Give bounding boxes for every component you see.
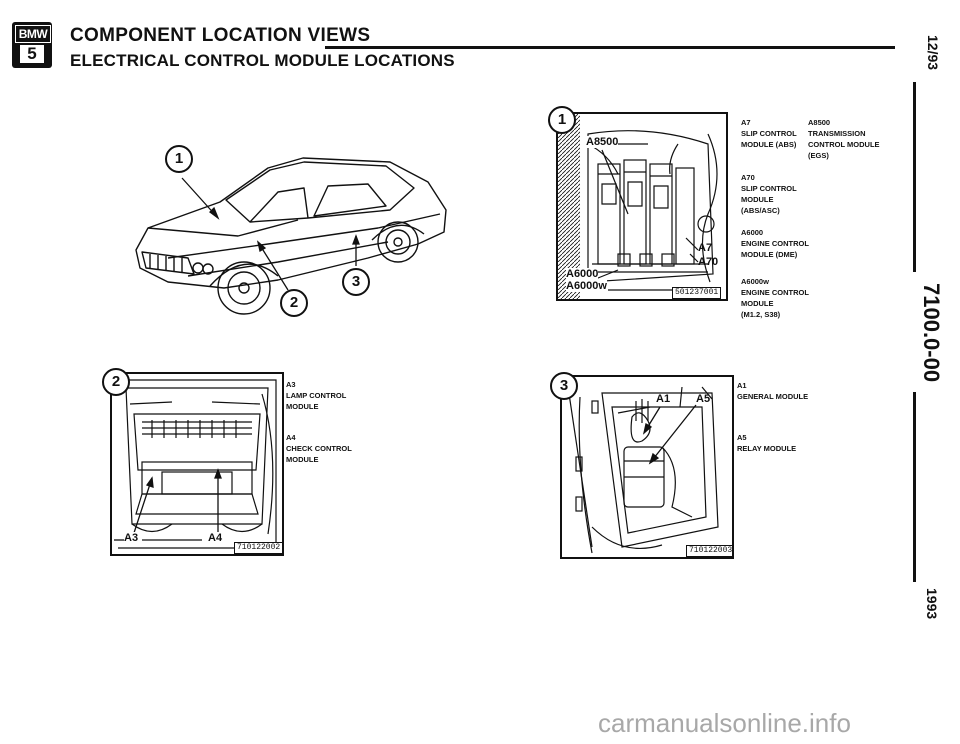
legend-a4: A4 CHECK CONTROL MODULE — [286, 432, 352, 465]
view1-label-a70: A70 — [698, 256, 719, 268]
view3-figure-id: 710122003 — [686, 545, 732, 557]
margin-year: 1993 — [924, 588, 940, 620]
legend-a6000: A6000 ENGINE CONTROL MODULE (DME) — [741, 227, 809, 260]
logo-brand: BMW — [15, 25, 51, 43]
car-callout-1: 1 — [165, 145, 193, 173]
view1-callout: 1 — [548, 106, 576, 134]
view2-figure-id: 710122002 — [234, 542, 282, 554]
legend-a7: A7 SLIP CONTROL MODULE (ABS) — [741, 117, 797, 150]
bmw-5-series-logo: BMW 5 — [12, 22, 52, 68]
legend-code: A6000 — [741, 228, 764, 237]
car-overview-illustration — [128, 140, 458, 325]
legend-a5: A5 RELAY MODULE — [737, 432, 796, 454]
legend-desc: MODULE (ABS) — [741, 140, 797, 149]
view1-label-a8500: A8500 — [586, 136, 619, 148]
margin-section-number: 7100.0-00 — [919, 283, 944, 383]
legend-desc: MODULE — [286, 455, 319, 464]
legend-a3: A3 LAMP CONTROL MODULE — [286, 379, 346, 412]
logo-series: 5 — [20, 45, 44, 63]
legend-desc: RELAY MODULE — [737, 444, 797, 453]
legend-code: A1 — [737, 381, 747, 390]
legend-desc: (M1.2, S38) — [741, 310, 781, 319]
legend-a8500: A8500 TRANSMISSION CONTROL MODULE (EGS) — [808, 117, 880, 161]
legend-desc: SLIP CONTROL — [741, 184, 797, 193]
site-watermark: carmanualsonline.info — [598, 708, 851, 738]
legend-a1: A1 GENERAL MODULE — [737, 380, 808, 402]
legend-code: A3 — [286, 380, 296, 389]
header-rule — [325, 46, 895, 49]
margin-date: 12/93 — [925, 35, 941, 71]
legend-desc: MODULE (DME) — [741, 250, 798, 259]
legend-desc: TRANSMISSION — [808, 129, 866, 138]
view3-interior-panel: A1 A5 710122003 — [560, 375, 734, 559]
page-subtitle: ELECTRICAL CONTROL MODULE LOCATIONS — [70, 51, 455, 70]
legend-code: A7 — [741, 118, 751, 127]
view2-module-bay: A3 A4 710122002 — [110, 372, 284, 556]
view1-label-a7: A7 — [698, 242, 713, 254]
legend-desc: (EGS) — [808, 151, 829, 160]
car-drawing — [135, 157, 447, 315]
legend-desc: LAMP CONTROL — [286, 391, 347, 400]
car-callout-3: 3 — [342, 268, 370, 296]
legend-code: A8500 — [808, 118, 831, 127]
legend-a6000w: A6000w ENGINE CONTROL MODULE (M1.2, S38) — [741, 276, 809, 320]
view1-label-a6000w: A6000w — [566, 280, 607, 292]
view3-callout: 3 — [550, 372, 578, 400]
margin-rule-bottom — [913, 392, 916, 582]
legend-desc: CHECK CONTROL — [286, 444, 352, 453]
legend-code: A4 — [286, 433, 296, 442]
legend-desc: CONTROL MODULE — [808, 140, 880, 149]
view1-figure-id: 501237001 — [672, 287, 722, 299]
car-callout-2: 2 — [280, 289, 308, 317]
legend-desc: GENERAL MODULE — [737, 392, 809, 401]
legend-desc: (ABS/ASC) — [741, 206, 780, 215]
legend-desc: MODULE — [741, 299, 774, 308]
legend-desc: ENGINE CONTROL — [741, 239, 809, 248]
view3-drawing — [567, 386, 719, 554]
page-title: COMPONENT LOCATION VIEWS — [70, 25, 371, 46]
legend-desc: MODULE — [741, 195, 774, 204]
legend-desc: SLIP CONTROL — [741, 129, 797, 138]
view2-callout: 2 — [102, 368, 130, 396]
view3-label-a5: A5 — [696, 393, 711, 405]
legend-desc: ENGINE CONTROL — [741, 288, 809, 297]
legend-a70: A70 SLIP CONTROL MODULE (ABS/ASC) — [741, 172, 797, 216]
legend-desc: MODULE — [286, 402, 319, 411]
legend-code: A5 — [737, 433, 747, 442]
legend-code: A6000w — [741, 277, 769, 286]
view3-label-a1: A1 — [656, 393, 671, 405]
legend-code: A70 — [741, 173, 755, 182]
view2-label-a3: A3 — [124, 532, 139, 544]
view1-label-a6000: A6000 — [566, 268, 599, 280]
margin-rule-top — [913, 82, 916, 272]
view2-drawing — [114, 379, 277, 549]
view1-engine-compartment: A8500 A7 A70 A6000 A6000w 501237001 — [556, 112, 728, 301]
view2-label-a4: A4 — [208, 532, 223, 544]
